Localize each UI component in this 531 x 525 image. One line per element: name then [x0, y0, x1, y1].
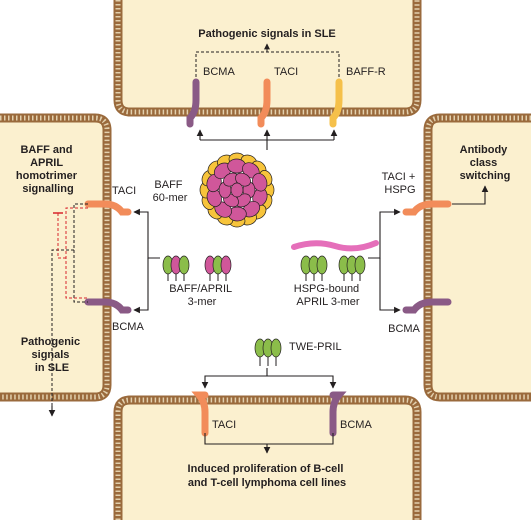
baff-60mer-icon [199, 152, 275, 228]
april-subunit [316, 255, 328, 275]
top-cell-title: Pathogenic signals in SLE [198, 28, 336, 40]
twepril-arrows [201, 368, 337, 389]
left-bcma-receptor [84, 298, 132, 314]
top-taci-label: TACI [274, 66, 298, 78]
bottom-cell-membrane-dots [115, 397, 420, 520]
baff-april-trimer-icon [162, 255, 190, 281]
right-bcma-receptor [402, 298, 452, 314]
hspg-chain [291, 240, 379, 252]
top-taci-receptor [257, 78, 271, 128]
hspg-april-label: HSPG-bound APRIL 3-mer [294, 283, 363, 308]
bottom-taci-receptor [191, 391, 209, 437]
hspg-arrows [368, 208, 401, 314]
left-crosstalk-red [57, 207, 88, 299]
baff-april-arrows [133, 208, 160, 314]
bottom-bcma-label: BCMA [340, 419, 372, 431]
baff60-arrows [196, 129, 338, 150]
left-crosstalk-black [51, 203, 88, 412]
right-cell-title: Antibody class switching [460, 144, 511, 182]
twepril-label: TWE-PRIL [289, 341, 342, 353]
right-cell-membrane [423, 113, 531, 402]
left-taci-label: TACI [112, 185, 136, 197]
baff-magenta-subunit [230, 182, 244, 198]
left-cell-membrane [0, 113, 112, 402]
right-cell: Antibody class switching TACI + HSPG BCM… [382, 113, 531, 402]
right-signal-arrow [452, 185, 489, 205]
right-taci-hspg-label: TACI + HSPG [382, 171, 419, 196]
bottom-taci-label: TACI [212, 419, 236, 431]
left-cell-outcome: Pathogenic signals in SLE [21, 336, 83, 374]
baff-april-3mer-label: BAFF/APRIL 3-mer [169, 283, 235, 308]
left-cell-title: BAFF and APRIL homotrimer signalling [16, 144, 80, 195]
twe-pril-icon [254, 338, 282, 366]
baff60-label: BAFF 60-mer [153, 179, 188, 204]
top-baffr-label: BAFF-R [346, 66, 386, 78]
bottom-signal-arrows [204, 433, 334, 453]
right-taci-hspg-receptor [402, 200, 452, 216]
twepril-subunit [270, 338, 282, 358]
top-cell: Pathogenic signals in SLE BCMA TACI BAFF… [113, 0, 422, 128]
bottom-cell-body [118, 400, 417, 520]
bottom-bcma-receptor [329, 391, 347, 437]
april-subunit [354, 255, 366, 275]
right-cell-body [428, 118, 531, 397]
left-cell: BAFF and APRIL homotrimer signalling TAC… [0, 113, 144, 417]
top-baffr-receptor [329, 78, 343, 128]
baff-april-trimer-icon [204, 255, 232, 281]
left-cell-body [0, 118, 107, 397]
bottom-cell-outcome: Induced proliferation of B-cell and T-ce… [188, 463, 347, 489]
top-bcma-receptor [186, 78, 200, 128]
top-bcma-label: BCMA [203, 66, 235, 78]
trimer-subunit [178, 255, 190, 275]
left-bcma-label: BCMA [112, 321, 144, 333]
right-bcma-label: BCMA [388, 323, 420, 335]
left-taci-receptor [84, 200, 132, 216]
trimer-subunit [220, 255, 232, 275]
bottom-cell: TACI BCMA Induced proliferation of B-cel… [113, 391, 422, 520]
hspg-bound-april-icon [291, 240, 379, 281]
